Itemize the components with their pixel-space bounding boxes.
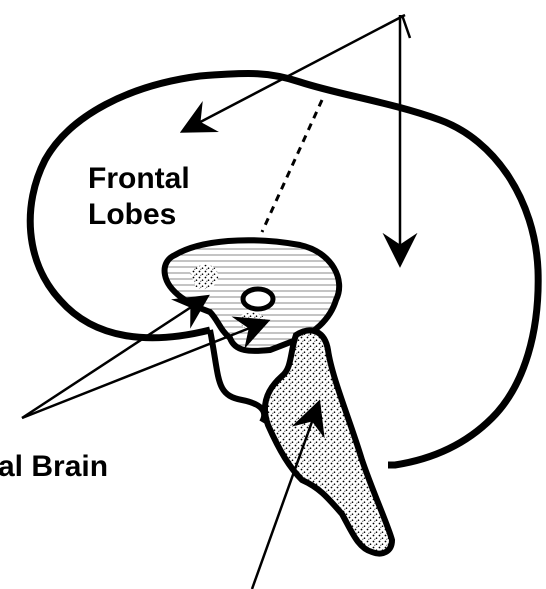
label-lobes: Lobes <box>88 200 176 230</box>
brainstem <box>265 330 392 553</box>
label-brain-fragment: al Brain <box>0 452 108 482</box>
pointer-line-upper <box>22 298 205 418</box>
thalamus-ellipse <box>243 289 273 309</box>
label-frontal: Frontal <box>88 164 190 194</box>
arrow-top-guide <box>402 15 410 38</box>
dotted-line <box>262 100 322 232</box>
